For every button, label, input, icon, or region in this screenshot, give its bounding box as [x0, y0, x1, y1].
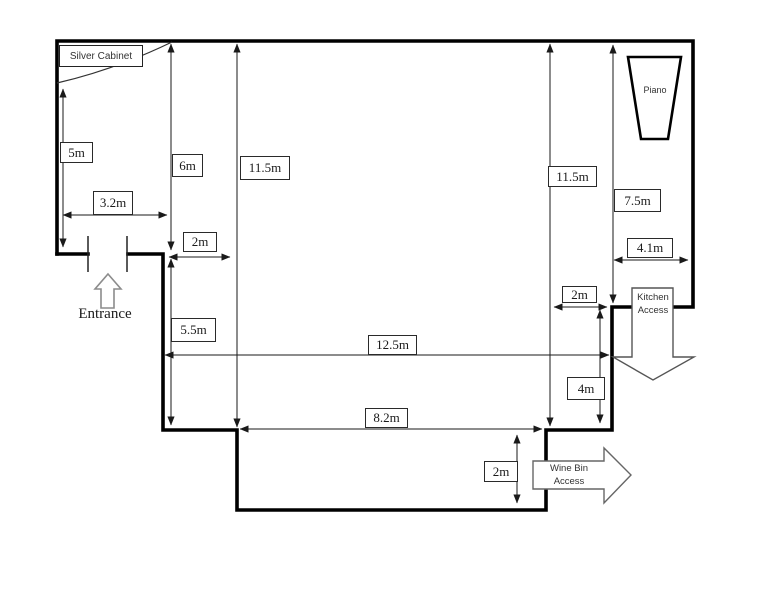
outer-wall — [55, 39, 695, 512]
silver-cabinet-label: Silver Cabinet — [59, 45, 143, 67]
entrance-label: Entrance — [78, 306, 132, 322]
kitchen-access-line2: Access — [637, 304, 669, 316]
wine-bin-access-line2: Access — [553, 475, 585, 487]
dim-label-4m: 4m — [567, 377, 605, 400]
piano-shape — [626, 55, 683, 141]
kitchen-access-label: Kitchen Access — [614, 292, 692, 317]
dim-label-4-1m: 4.1m — [627, 238, 673, 258]
walls — [55, 39, 695, 512]
dim-label-2m-kitchen: 2m — [562, 286, 597, 303]
wine-bin-access-arrow-icon — [532, 446, 632, 505]
dimension-lines — [59, 43, 689, 504]
wine-bin-access-line1: Wine Bin — [549, 463, 588, 474]
dim-label-6m: 6m — [172, 154, 203, 177]
entrance-arrow-icon — [93, 272, 123, 309]
dim-label-11-5m-right: 11.5m — [548, 166, 597, 187]
dim-label-5-5m: 5.5m — [171, 318, 216, 342]
wine-bin-access-label: Wine Bin Access — [534, 463, 604, 488]
piano-label: Piano — [643, 85, 667, 95]
dim-label-8-2m: 8.2m — [365, 408, 408, 428]
kitchen-access-line1: Kitchen — [637, 292, 669, 303]
dim-label-3-2m: 3.2m — [93, 191, 133, 215]
kitchen-access-arrow-icon — [610, 287, 697, 381]
dim-label-2m-entrance: 2m — [183, 232, 217, 252]
dim-label-5m: 5m — [60, 142, 93, 163]
dim-label-11-5m-left: 11.5m — [240, 156, 290, 180]
dim-label-2m-wine-bin: 2m — [484, 461, 518, 482]
dim-label-7-5m: 7.5m — [614, 189, 661, 212]
dim-label-12-5m: 12.5m — [368, 335, 417, 355]
